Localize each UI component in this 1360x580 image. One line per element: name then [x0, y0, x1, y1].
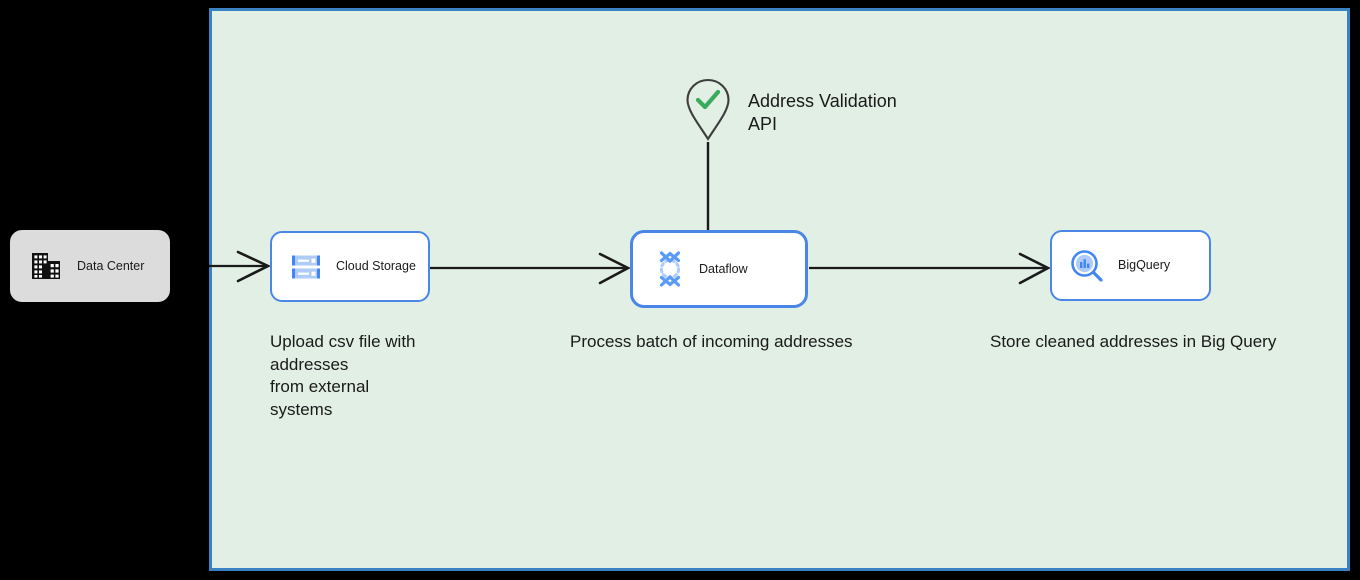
bigquery-icon [1070, 249, 1104, 283]
node-bigquery[interactable]: BigQuery [1050, 230, 1211, 301]
node-dataflow[interactable]: Dataflow [630, 230, 808, 308]
external-service-label: Address Validation API [748, 91, 897, 135]
map-pin-check-icon[interactable] [685, 78, 731, 142]
cloud-storage-icon [290, 252, 322, 282]
data-center-icon [31, 252, 61, 280]
caption-dataflow: Process batch of incoming addresses [570, 332, 853, 351]
node-data-center-label: Data Center [77, 258, 145, 273]
node-data-center[interactable]: Data Center [10, 230, 170, 302]
node-cloud-storage-label: Cloud Storage [336, 259, 416, 273]
node-bigquery-label: BigQuery [1118, 258, 1171, 272]
caption-bigquery: Store cleaned addresses in Big Query [990, 332, 1277, 351]
node-cloud-storage[interactable]: Cloud Storage [270, 231, 430, 302]
caption-cloud-storage: Upload csv file with addresses from exte… [270, 332, 416, 419]
node-dataflow-label: Dataflow [699, 261, 748, 276]
dataflow-icon [653, 250, 687, 288]
